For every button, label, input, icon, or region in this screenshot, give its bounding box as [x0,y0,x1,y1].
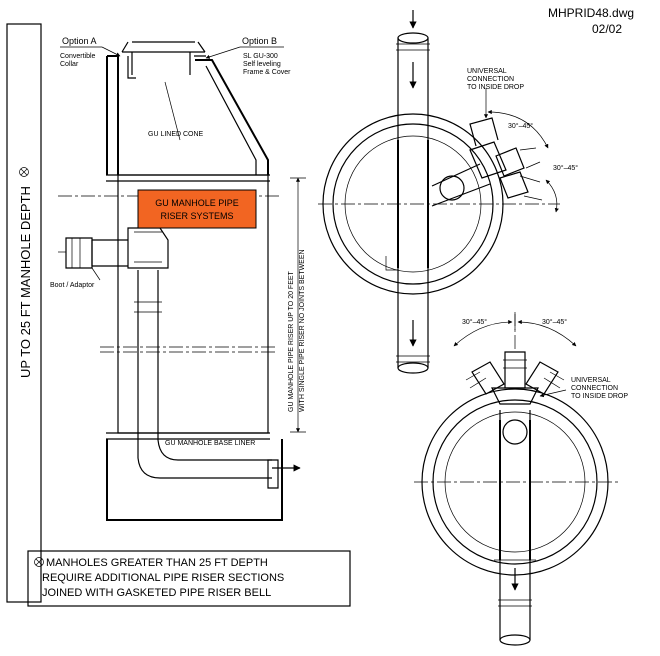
top-plan-view [318,10,560,374]
option-a-callout: Option A Convertible Collar [60,36,121,68]
option-b-line1: SL GU-300 [243,53,278,60]
bottom-connection-callout: 30°–45° 30°–45° UNIVERSAL CONNECTION TO … [462,318,628,400]
note-line3: JOINED WITH GASKETED PIPE RISER BELL [42,587,271,599]
top-connection-line1: UNIVERSAL [467,68,507,75]
depth-label: UP TO 25 FT MANHOLE DEPTH [18,186,33,378]
option-a-line1: Convertible [60,53,96,60]
system-title-line1: GU MANHOLE PIPE [155,198,239,208]
sheet-number: 02/02 [592,22,622,36]
option-b-title: Option B [242,36,277,46]
option-b-line2: Self leveling [243,61,281,68]
cone-label: GU LINED CONE [148,131,204,138]
manhole-elevation [58,41,306,521]
system-title-box: GU MANHOLE PIPE RISER SYSTEMS [137,189,257,229]
option-b-line3: Frame & Cover [243,69,291,76]
note-marker-icon [34,557,44,567]
base-liner-label: GU MANHOLE BASE LINER [165,440,255,447]
top-connection-line3: TO INSIDE DROP [467,84,524,91]
top-angle-1: 30°–45° [508,122,533,130]
bottom-connection-line1: UNIVERSAL [571,377,611,384]
note-line2: REQUIRE ADDITIONAL PIPE RISER SECTIONS [42,572,284,584]
bottom-connection-line2: CONNECTION [571,385,618,392]
file-name: MHPRID48.dwg [548,6,634,20]
bottom-angle-right: 30°–45° [542,318,567,326]
top-connection-line2: CONNECTION [467,76,514,83]
depth-marker-symbol [19,167,29,177]
note-box: MANHOLES GREATER THAN 25 FT DEPTH REQUIR… [27,550,351,607]
option-a-title: Option A [62,36,97,46]
option-b-callout: Option B SL GU-300 Self leveling Frame &… [205,36,291,76]
boot-label: Boot / Adaptor [50,282,95,289]
note-line1: MANHOLES GREATER THAN 25 FT DEPTH [46,557,268,569]
riser-note-line1: GU MANHOLE PIPE RISER UP TO 20 FEET [288,270,295,412]
bottom-plan-view [414,312,620,646]
riser-note-line2: WITH SINGLE PIPE RISER NO JOINTS BETWEEN [299,249,306,412]
top-connection-callout: UNIVERSAL CONNECTION TO INSIDE DROP 30°–… [467,68,578,172]
system-title-line2: RISER SYSTEMS [160,211,233,221]
option-a-line2: Collar [60,61,79,68]
depth-bar: UP TO 25 FT MANHOLE DEPTH [6,23,42,603]
top-angle-2: 30°–45° [553,164,578,172]
bottom-angle-left: 30°–45° [462,318,487,326]
bottom-connection-line3: TO INSIDE DROP [571,393,628,400]
